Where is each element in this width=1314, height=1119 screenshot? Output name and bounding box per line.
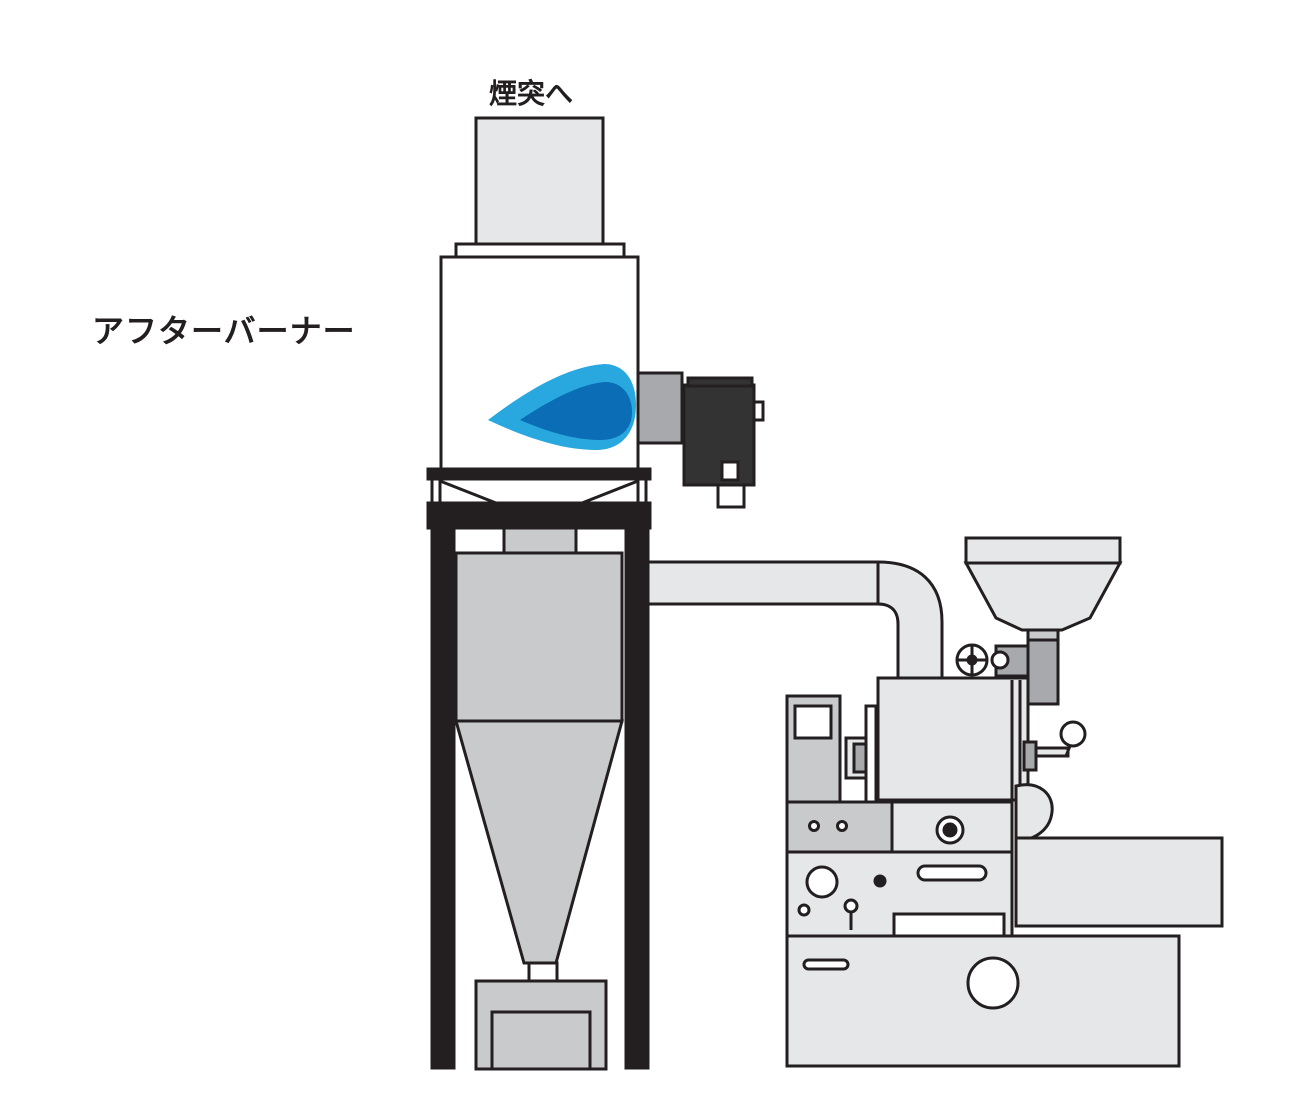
status-slot (916, 864, 988, 882)
chaff-box-door (490, 1010, 592, 1071)
cyclone-cone (454, 719, 624, 965)
chimney-flange (454, 242, 626, 259)
chimney-duct (474, 116, 605, 246)
cyclone-body (454, 551, 624, 723)
exhaust-duct (646, 560, 944, 682)
cyclone-neck (527, 961, 559, 983)
base-slot (802, 958, 850, 971)
frame-left-leg (430, 526, 456, 1070)
afterburner-label: アフターバーナー (92, 312, 356, 350)
hopper-top (964, 536, 1122, 565)
burner-nozzle (716, 483, 746, 509)
burner-side-tab (752, 400, 765, 422)
drum-housing (876, 676, 1030, 802)
burner-flame-inner (520, 382, 632, 440)
chimney-label: 煙突へ (489, 77, 574, 110)
sampler-knob-icon (1059, 720, 1087, 748)
pressure-gauge-icon (805, 865, 839, 899)
burner-motor (682, 383, 756, 487)
frame-top-beam (426, 501, 652, 530)
bean-discharge-door (892, 912, 1006, 938)
burner-coupling (636, 371, 684, 445)
frame-right-leg (624, 526, 650, 1070)
cyclone-outlet-pipe (502, 526, 578, 555)
base-fan-cover-icon (966, 956, 1020, 1010)
burner-window (720, 460, 740, 482)
cooling-tray-front (1014, 783, 1054, 842)
burner-motor-top (686, 376, 754, 388)
afterburner-base-plate (426, 467, 652, 481)
cooling-tray (1014, 836, 1224, 928)
control-display (793, 704, 833, 740)
hopper-chute (1026, 638, 1060, 706)
hopper-funnel (963, 561, 1123, 632)
ignition-key-icon (843, 898, 859, 914)
